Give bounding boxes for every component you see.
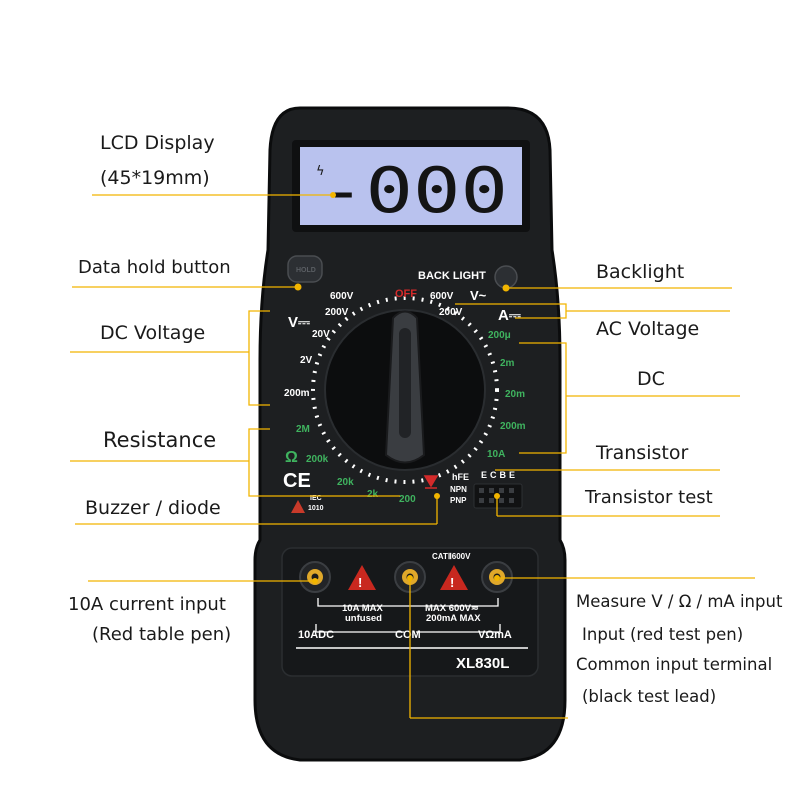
dca-range-20m: 20m <box>505 389 525 400</box>
dca-range-10a: 10A <box>487 449 505 460</box>
callout-dc-voltage: DC Voltage <box>100 322 206 344</box>
ohm-range-2k: 2k <box>367 489 379 500</box>
acv-range-200: 200V <box>439 307 463 318</box>
lcd-screen <box>300 147 522 225</box>
ohm-symbol: Ω <box>285 449 298 466</box>
jack-label-vohm: VΩmA <box>478 629 512 641</box>
warning-right-1: MAX 600V≂ <box>425 603 479 614</box>
callout-measure-input: Measure V / Ω / mA input <box>576 592 783 611</box>
dca-range-200m: 200m <box>500 421 526 432</box>
warning-left-2: unfused <box>345 613 382 624</box>
callout-common-terminal: Common input terminal <box>576 655 773 674</box>
callout-lcd-display: LCD Display <box>100 132 215 154</box>
dcv-range-600: 600V <box>330 291 354 302</box>
dcv-range-20: 20V <box>312 329 330 340</box>
svg-text:!: ! <box>358 575 362 590</box>
pnp-label: PNP <box>450 496 467 505</box>
warning-left-1: 10A MAX <box>342 603 383 614</box>
dca-symbol: A⎓ <box>498 307 521 324</box>
lcd-lightning-icon: ϟ <box>316 164 325 179</box>
hold-button <box>287 255 323 283</box>
callout-lines <box>70 192 755 719</box>
callout-input-red-pen: Input (red test pen) <box>582 625 744 644</box>
hold-button-label: HOLD <box>296 267 316 274</box>
callout-dc: DC <box>637 368 665 390</box>
hfe-label: hFE <box>452 472 469 482</box>
ohm-range-200k: 200k <box>306 454 329 465</box>
acv-range-600: 600V <box>430 291 454 302</box>
jack-label-10adc: 10ADC <box>298 629 334 641</box>
callout-transistor-test: Transistor test <box>585 487 713 508</box>
callout-lcd-size: (45*19mm) <box>100 167 210 189</box>
callout-10a-input: 10A current input <box>68 594 226 615</box>
ohm-range-20k: 20k <box>337 477 354 488</box>
callout-resistance: Resistance <box>103 428 217 452</box>
acv-symbol: V~ <box>470 288 487 303</box>
dcv-range-200m: 200m <box>284 388 310 399</box>
npn-label: NPN <box>450 485 467 494</box>
backlight-label: BACK LIGHT <box>418 270 486 282</box>
callout-black-lead: (black test lead) <box>582 687 717 706</box>
warning-triangle-icon <box>291 500 305 513</box>
iec-line1: IEC <box>310 495 322 502</box>
callout-transistor: Transistor <box>596 442 689 464</box>
svg-text:!: ! <box>450 575 454 590</box>
warning-icon-left: ! <box>348 565 376 590</box>
jack-label-com: COM <box>395 629 421 641</box>
dcv-symbol: V⎓ <box>288 314 310 331</box>
dca-range-200u: 200μ <box>488 330 511 341</box>
model-name: XL830L <box>456 655 509 672</box>
callout-ac-voltage: AC Voltage <box>596 318 700 340</box>
dcv-range-200: 200V <box>325 307 349 318</box>
warning-right-2: 200mA MAX <box>426 613 481 624</box>
cat-rating: CATⅡ600V <box>432 552 471 561</box>
callout-data-hold-button: Data hold button <box>78 257 231 278</box>
dca-range-2m: 2m <box>500 358 515 369</box>
callout-backlight: Backlight <box>596 261 685 283</box>
buzzer-diode-icon <box>423 475 439 489</box>
iec-line2: 1010 <box>308 505 324 512</box>
dcv-range-2: 2V <box>300 355 313 366</box>
off-label: OFF <box>395 288 417 300</box>
lcd-reading: -000 <box>318 154 508 227</box>
callout-buzzer-diode: Buzzer / diode <box>85 497 221 519</box>
ohm-range-2m: 2M <box>296 424 310 435</box>
callout-10a-input-pen: (Red table pen) <box>92 624 232 645</box>
jack-10a <box>299 561 331 593</box>
ce-mark: CE <box>283 470 311 492</box>
ohm-range-200: 200 <box>399 494 416 505</box>
ecbe-label: ECBE <box>481 470 518 480</box>
warning-icon-right: ! <box>440 565 468 590</box>
